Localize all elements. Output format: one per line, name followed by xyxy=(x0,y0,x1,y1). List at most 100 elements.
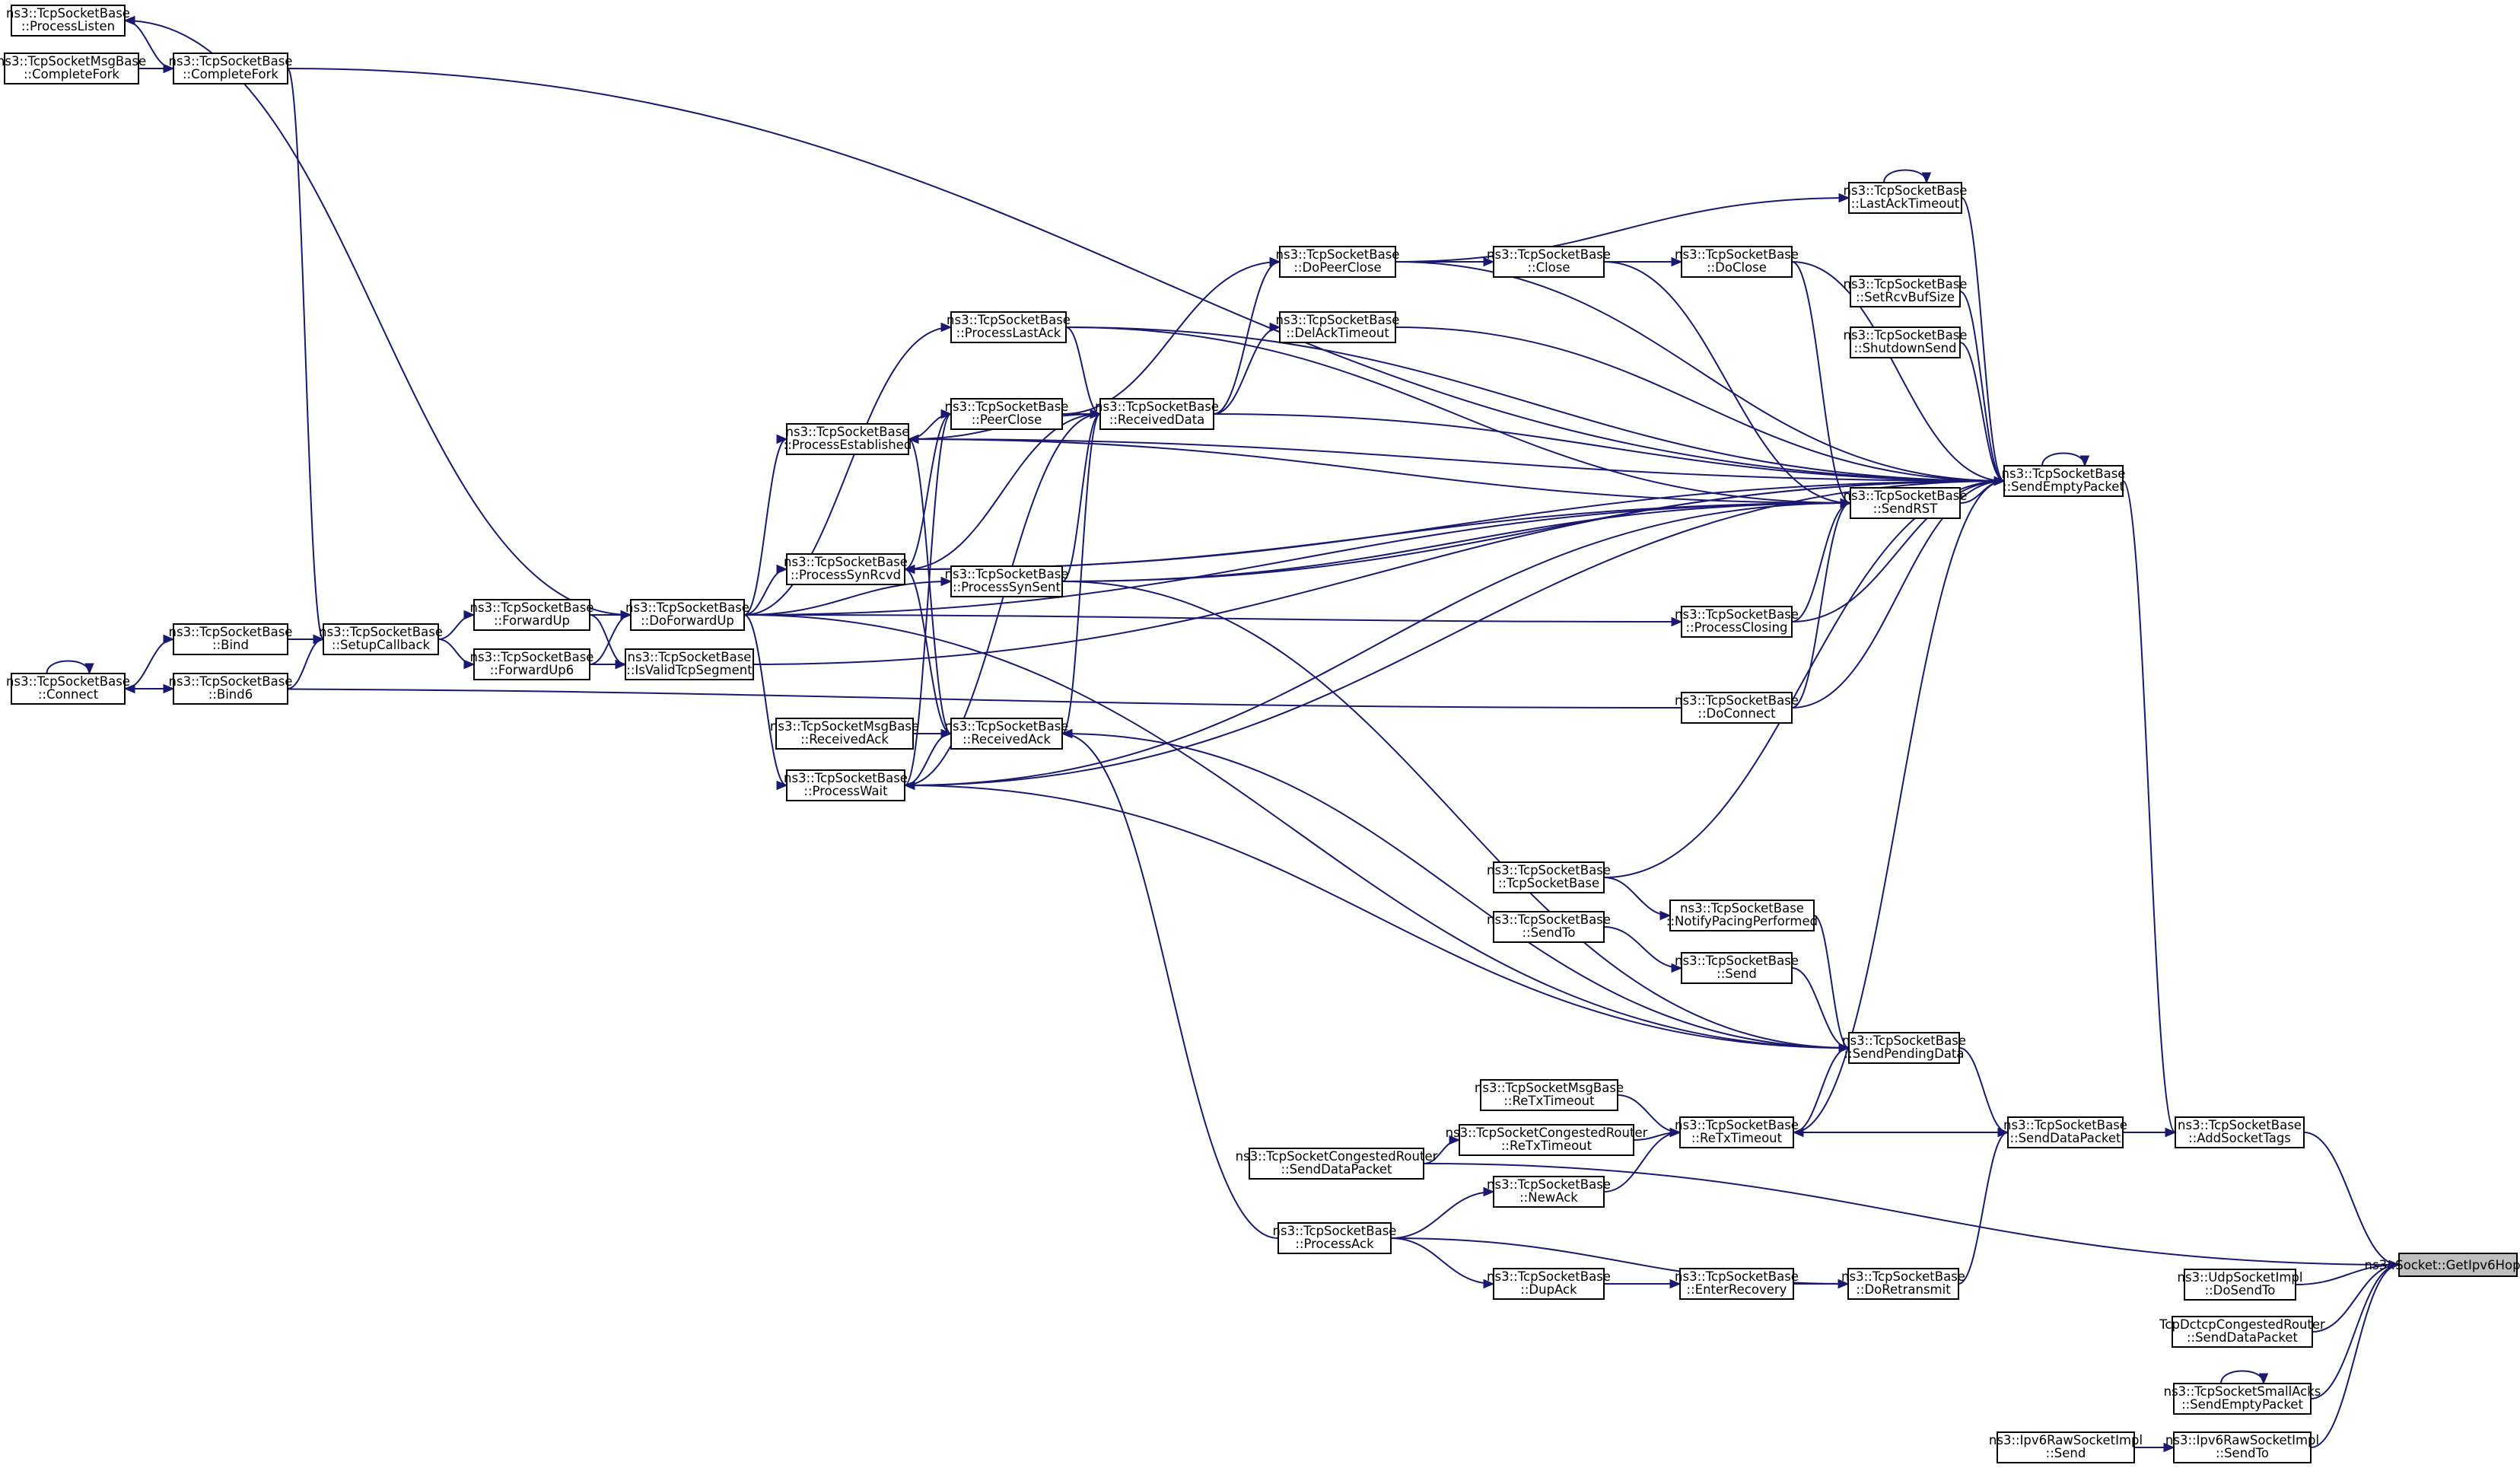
edge-arrowhead xyxy=(1483,1186,1495,1197)
node-process-syn-rcvd[interactable]: ns3::TcpSocketBase::ProcessSynRcvd xyxy=(784,553,908,585)
node-process-closing[interactable]: ns3::TcpSocketBase::ProcessClosing xyxy=(1675,606,1799,638)
node-process-established[interactable]: ns3::TcpSocketBase::ProcessEstablished xyxy=(784,423,912,455)
node-label-line-2: ::NotifyPacingPerformed xyxy=(1666,914,1818,928)
edge-line xyxy=(2312,1264,2400,1333)
node-bind[interactable]: ns3::TcpSocketBase::Bind xyxy=(169,623,293,655)
node-setup-callback[interactable]: ns3::TcpSocketBase::SetupCallback xyxy=(319,623,443,655)
node-new-ack[interactable]: ns3::TcpSocketBase::NewAck xyxy=(1487,1176,1611,1208)
node-small-acks-send-empty[interactable]: ns3::TcpSocketSmallAcks::SendEmptyPacket xyxy=(2164,1383,2321,1415)
node-send-data-packet[interactable]: ns3::TcpSocketBase::SendDataPacket xyxy=(2003,1116,2127,1148)
node-tcp-socket-base-ctor[interactable]: ns3::TcpSocketBase::TcpSocketBase xyxy=(1487,861,1611,893)
node-msg-base-received-ack[interactable]: ns3::TcpSocketMsgBase::ReceivedAck xyxy=(770,718,919,750)
edge-complete-fork-to-setup-callback xyxy=(287,68,325,645)
node-label-line-2: ::ReceivedData xyxy=(1109,412,1205,427)
node-send-to[interactable]: ns3::TcpSocketBase::SendTo xyxy=(1487,911,1611,943)
node-do-connect[interactable]: ns3::TcpSocketBase::DoConnect xyxy=(1675,692,1799,724)
node-complete-fork[interactable]: ns3::TcpSocketBase::CompleteFork xyxy=(169,53,293,84)
node-send-pending-data[interactable]: ns3::TcpSocketBase::SendPendingData xyxy=(1842,1032,1966,1064)
node-box xyxy=(2173,1431,2312,1463)
edge-last-ack-timeout-to-send-empty-packet xyxy=(1961,197,2006,486)
node-do-forward-up[interactable]: ns3::TcpSocketBase::DoForwardUp xyxy=(625,599,749,631)
node-label-line-1: ns3::TcpSocketMsgBase xyxy=(1475,1081,1624,1095)
root-node[interactable]: ns3::Socket::GetIpv6HopLimit xyxy=(2365,1253,2520,1277)
node-bind6[interactable]: ns3::TcpSocketBase::Bind6 xyxy=(169,673,293,705)
node-process-listen[interactable]: ns3::TcpSocketBase::ProcessListen xyxy=(6,5,130,37)
node-label-line-2: ::DoRetransmit xyxy=(1856,1282,1951,1297)
edge-line xyxy=(589,614,632,665)
edge-received-ack-to-process-established xyxy=(907,434,952,734)
node-process-syn-sent[interactable]: ns3::TcpSocketBase::ProcessSynSent xyxy=(945,565,1069,597)
node-label-line-1: ns3::TcpSocketBase xyxy=(1841,1269,1965,1284)
node-process-ack[interactable]: ns3::TcpSocketBase::ProcessAck xyxy=(1273,1222,1397,1254)
node-box xyxy=(1480,1079,1618,1111)
node-label-line-2: ::Bind6 xyxy=(208,687,253,702)
node-label-line-1: ns3::TcpSocketBase xyxy=(1680,901,1804,916)
node-label-line-2: ::SendDataPacket xyxy=(2009,1131,2121,1145)
node-process-last-ack[interactable]: ns3::TcpSocketBase::ProcessLastAck xyxy=(947,311,1071,343)
edge-send-empty-packet-to-send-empty-packet xyxy=(2041,452,2090,467)
node-label-line-2: ::Close xyxy=(1527,260,1570,275)
node-do-peer-close[interactable]: ns3::TcpSocketBase::DoPeerClose xyxy=(1276,246,1400,278)
node-box xyxy=(2007,1116,2124,1148)
edge-arrowhead xyxy=(1090,409,1102,419)
node-label-line-1: ns3::TcpSocketBase xyxy=(1487,1269,1611,1284)
node-enter-recovery[interactable]: ns3::TcpSocketBase::EnterRecovery xyxy=(1675,1268,1799,1300)
edge-line xyxy=(1061,502,1851,582)
node-process-wait[interactable]: ns3::TcpSocketBase::ProcessWait xyxy=(784,769,908,801)
node-re-tx-timeout[interactable]: ns3::TcpSocketBase::ReTxTimeout xyxy=(1675,1116,1799,1148)
node-send-rst[interactable]: ns3::TcpSocketBase::SendRST xyxy=(1844,487,1968,519)
node-label-line-1: ns3::TcpSocketBase xyxy=(1675,693,1799,708)
edge-do-forward-up-to-process-listen xyxy=(123,15,632,616)
node-del-ack-timeout[interactable]: ns3::TcpSocketBase::DelAckTimeout xyxy=(1276,311,1400,343)
node-ipv6-raw-send[interactable]: ns3::Ipv6RawSocketImpl::Send xyxy=(1989,1431,2143,1463)
edge-arrowhead xyxy=(1483,1279,1495,1289)
node-set-rcv-buf-size[interactable]: ns3::TcpSocketBase::SetRcvBufSize xyxy=(1844,275,1968,307)
node-box xyxy=(473,599,590,631)
node-msg-base-re-tx[interactable]: ns3::TcpSocketMsgBase::ReTxTimeout xyxy=(1475,1079,1624,1111)
edge-congested-router-send-data-to-root xyxy=(1423,1163,2401,1270)
edge-arrowhead xyxy=(940,409,953,419)
node-dup-ack[interactable]: ns3::TcpSocketBase::DupAck xyxy=(1487,1268,1611,1300)
node-udp-do-send-to[interactable]: ns3::UdpSocketImpl::DoSendTo xyxy=(2178,1269,2303,1301)
node-label-line-1: ns3::TcpSocketBase xyxy=(1675,1118,1799,1132)
node-box xyxy=(950,398,1063,430)
node-do-retransmit[interactable]: ns3::TcpSocketBase::DoRetransmit xyxy=(1841,1268,1965,1300)
node-label-line-1: ns3::TcpSocketSmallAcks xyxy=(2164,1384,2321,1399)
node-last-ack-timeout[interactable]: ns3::TcpSocketBase::LastAckTimeout xyxy=(1844,182,1968,214)
edge-new-ack-to-re-tx-timeout xyxy=(1603,1127,1682,1193)
edge-arrowhead xyxy=(463,610,476,620)
node-label-line-2: ::Bind xyxy=(212,638,249,652)
node-msg-base-complete-fork[interactable]: ns3::TcpSocketMsgBase::CompleteFork xyxy=(0,53,146,84)
node-shutdown-send[interactable]: ns3::TcpSocketBase::ShutdownSend xyxy=(1844,326,1968,358)
node-box xyxy=(1249,1148,1424,1180)
node-close[interactable]: ns3::TcpSocketBase::Close xyxy=(1487,246,1611,278)
node-forward-up[interactable]: ns3::TcpSocketBase::ForwardUp xyxy=(470,599,594,631)
node-congested-router-send-data[interactable]: ns3::TcpSocketCongestedRouter::SendDataP… xyxy=(1236,1148,1438,1180)
edge-line xyxy=(1961,197,2005,482)
edge-line xyxy=(908,438,2005,482)
node-do-close[interactable]: ns3::TcpSocketBase::DoClose xyxy=(1675,246,1799,278)
node-add-socket-tags[interactable]: ns3::TcpSocketBase::AddSocketTags xyxy=(2175,1116,2305,1148)
node-dctcp-send-data-packet[interactable]: TcpDctcpCongestedRouter::SendDataPacket xyxy=(2159,1316,2325,1348)
edge-forward-up-to-is-valid-tcp-segment xyxy=(589,614,627,670)
node-label-line-2: ::ProcessClosing xyxy=(1685,620,1787,635)
edge-process-wait-to-send-empty-packet xyxy=(904,476,2006,786)
node-label-line-1: ns3::TcpSocketBase xyxy=(945,719,1069,734)
node-peer-close[interactable]: ns3::TcpSocketBase::PeerClose xyxy=(945,398,1069,430)
node-label-line-2: ::DoSendTo xyxy=(2205,1283,2276,1298)
node-received-ack[interactable]: ns3::TcpSocketBase::ReceivedAck xyxy=(945,718,1069,750)
node-send[interactable]: ns3::TcpSocketBase::Send xyxy=(1675,952,1799,984)
node-label-line-1: ns3::TcpSocketBase xyxy=(1842,1033,1966,1048)
node-ipv6-raw-send-to[interactable]: ns3::Ipv6RawSocketImpl::SendTo xyxy=(2165,1431,2319,1463)
node-connect[interactable]: ns3::TcpSocketBase::Connect xyxy=(6,673,130,705)
node-is-valid-tcp-segment[interactable]: ns3::TcpSocketBase::IsValidTcpSegment xyxy=(625,648,754,680)
edge-line xyxy=(1791,261,2005,482)
node-send-empty-packet[interactable]: ns3::TcpSocketBase::SendEmptyPacket xyxy=(2002,465,2126,497)
node-congested-router-re-tx[interactable]: ns3::TcpSocketCongestedRouter::ReTxTimeo… xyxy=(1446,1124,1648,1156)
edge-line xyxy=(1791,480,2005,623)
node-notify-pacing-performed[interactable]: ns3::TcpSocketBase::NotifyPacingPerforme… xyxy=(1666,900,1818,931)
node-received-data[interactable]: ns3::TcpSocketBase::ReceivedData xyxy=(1095,398,1219,430)
edge-do-forward-up-to-process-closing xyxy=(743,614,1683,627)
node-label-line-2: ::LastAckTimeout xyxy=(1851,196,1960,211)
node-forward-up6[interactable]: ns3::TcpSocketBase::ForwardUp6 xyxy=(470,648,594,680)
